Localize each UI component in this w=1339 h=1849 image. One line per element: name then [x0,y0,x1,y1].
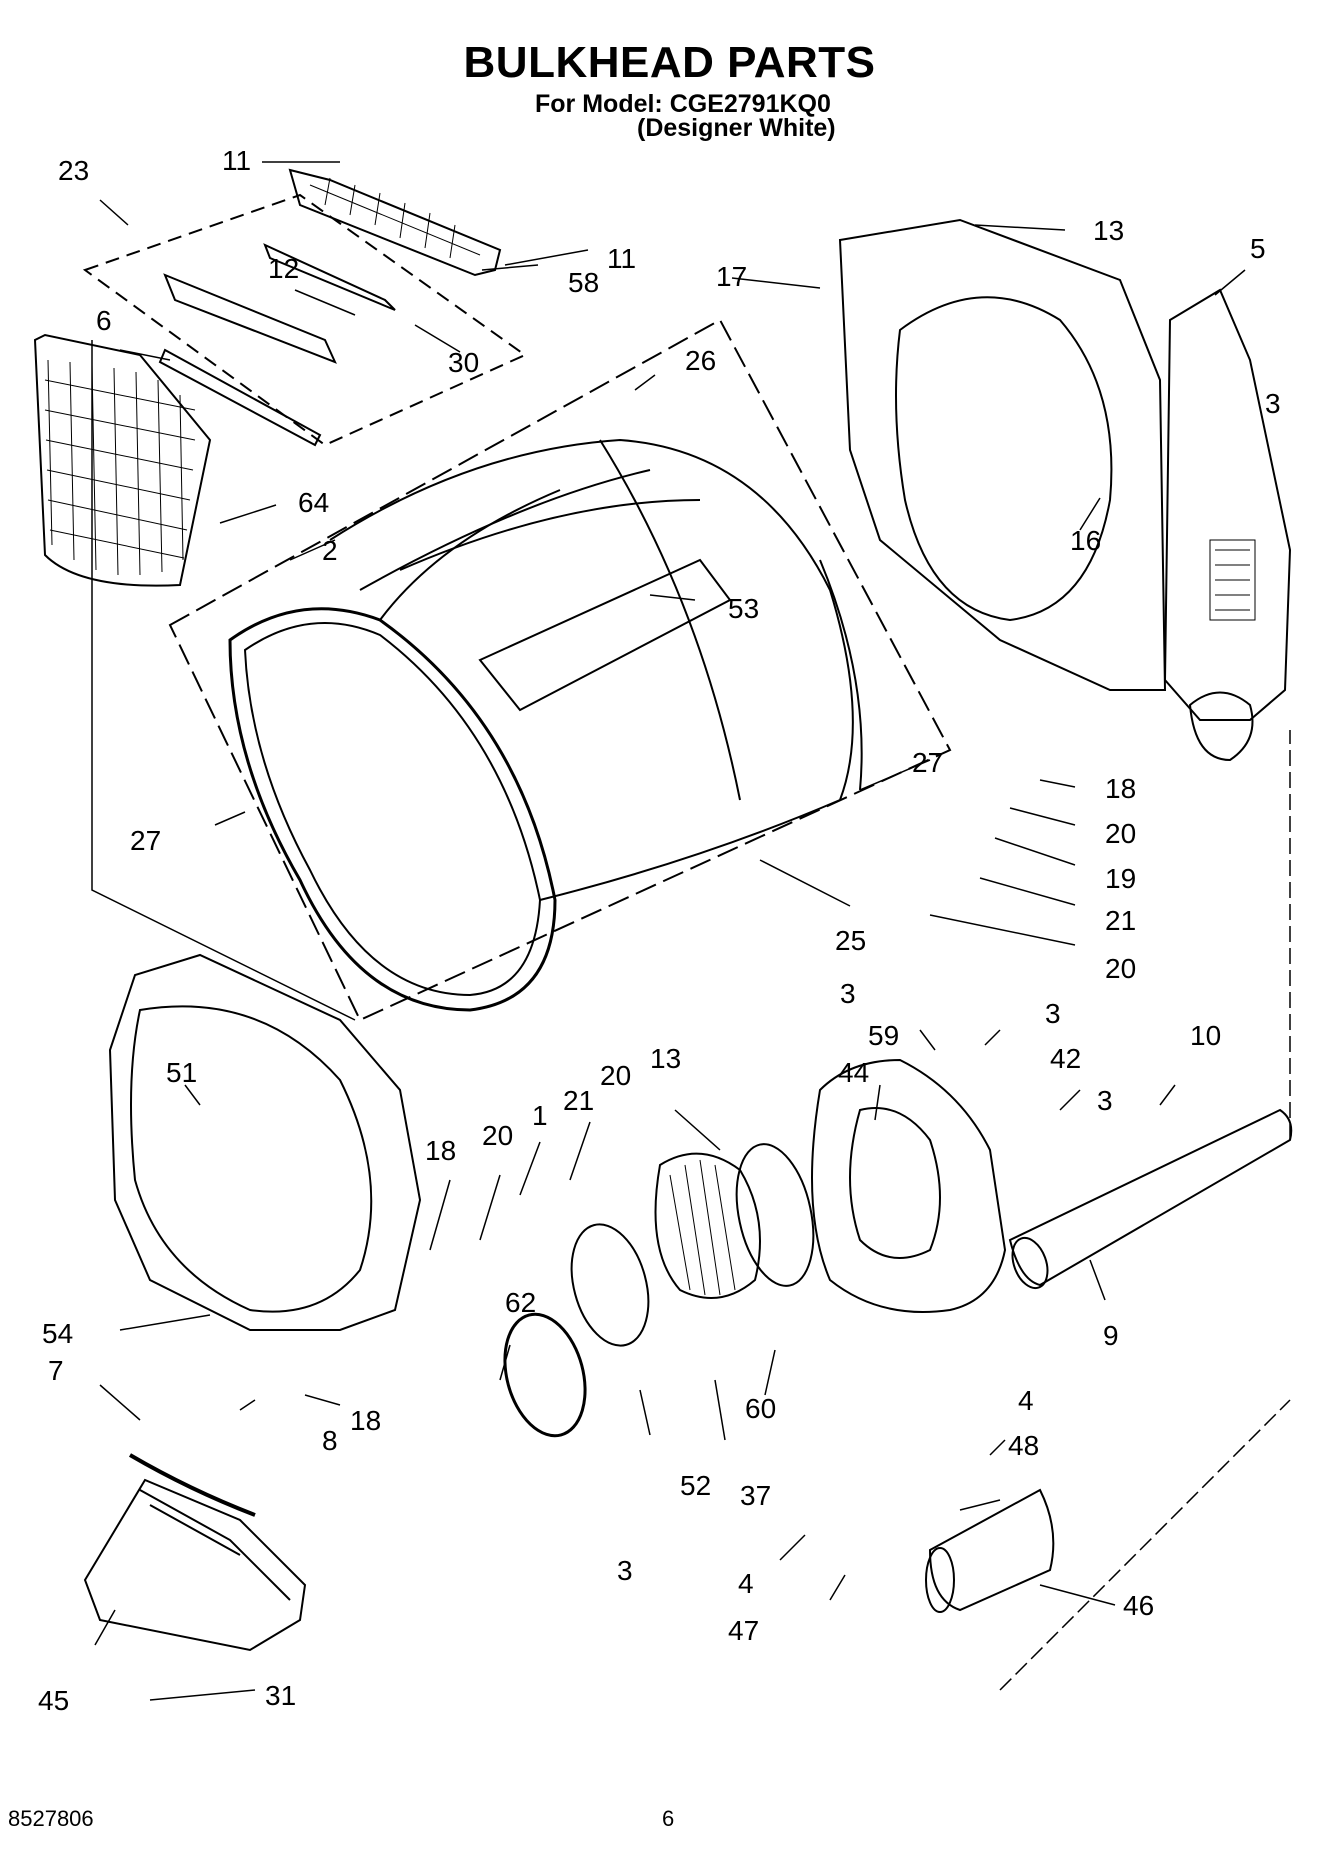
callout-label: 20 [1105,953,1136,984]
callout-label: 27 [130,825,161,856]
callout-label: 21 [1105,905,1136,936]
callout-label: 17 [716,261,747,292]
lint-duct [83,1478,307,1652]
callout-label: 6 [96,305,112,336]
callout-label: 8 [322,1425,338,1456]
exhaust-duct [1008,1108,1293,1287]
lint-strip-6 [158,348,322,447]
callout-label: 9 [1103,1320,1119,1351]
callout-label: 3 [840,978,856,1009]
callout-label: 3 [617,1555,633,1586]
callout-label: 31 [265,1680,296,1711]
callout-label: 54 [42,1318,73,1349]
callout-label: 3 [1265,388,1281,419]
callout-label: 64 [298,487,329,518]
callout-label: 3 [1097,1085,1113,1116]
callout-label: 3 [1045,998,1061,1029]
callout-label: 46 [1123,1590,1154,1621]
callout-label: 11 [607,243,636,274]
callout-label: 37 [740,1480,771,1511]
callout-label: 58 [568,267,599,298]
callout-label: 2 [322,535,338,566]
callout-label: 20 [1105,818,1136,849]
lint-housing-strip [163,273,337,364]
blower-housing [811,1058,1007,1313]
drum-front-ring [228,607,557,1012]
callout-label: 26 [685,345,716,376]
callout-label: 51 [166,1057,197,1088]
page-number: 6 [662,1806,675,1831]
callout-label: 11 [222,145,251,176]
callout-label: 20 [482,1120,513,1151]
callout-label: 27 [912,747,943,778]
callout-label: 53 [728,593,759,624]
callout-label: 30 [448,347,479,378]
page-title: BULKHEAD PARTS [463,38,876,87]
callout-label: 52 [680,1470,711,1501]
callout-label: 13 [650,1043,681,1074]
callout-label: 12 [268,253,299,284]
seal-ring [503,1312,587,1438]
drum-baffle [478,558,732,712]
callout-label: 18 [1105,773,1136,804]
callout-label: 42 [1050,1043,1081,1074]
model-line: For Model: CGE2791KQ0 [535,90,831,118]
callout-label: 62 [505,1287,536,1318]
callout-label: 21 [563,1085,594,1116]
blower-seal [735,1143,815,1287]
callout-label: 5 [1250,233,1266,264]
callout-label: 59 [868,1020,899,1051]
callout-label: 4 [738,1568,754,1599]
callout-label: 19 [1105,863,1136,894]
callout-label: 47 [728,1615,759,1646]
callout-label: 7 [48,1355,64,1386]
callout-label: 44 [838,1057,869,1088]
callout-label: 25 [835,925,866,956]
leader-lines [91,161,1291,1701]
callout-label: 20 [600,1060,631,1091]
lint-screen [33,333,212,587]
callout-label: 13 [1093,215,1124,246]
seal-strip [128,1453,256,1517]
bracket-30 [263,243,396,311]
rear-bulkhead [838,218,1167,691]
callout-label: 60 [745,1393,776,1424]
lint-screen-group-outline [82,193,528,447]
callout-label: 10 [1190,1020,1221,1051]
callout-label: 18 [425,1135,456,1166]
callout-labels: 23 11 11 58 12 30 6 64 2 26 53 27 27 25 … [38,145,1281,1716]
grille-cover [288,168,502,277]
callout-label: 18 [350,1405,381,1436]
blower-wheel [654,1152,761,1299]
document-part-number: 8527806 [8,1806,94,1831]
callout-label: 23 [58,155,89,186]
model-variant: (Designer White) [637,114,836,142]
front-bulkhead [108,953,422,1331]
heater-housing [1163,288,1292,721]
callout-label: 16 [1070,525,1101,556]
drum-outline-frame [168,318,952,1022]
exhaust-duct-cone [928,1488,1055,1612]
callout-label: 1 [532,1100,548,1131]
callout-label: 48 [1008,1430,1039,1461]
blower-ring [570,1223,650,1347]
callout-label: 4 [1018,1385,1034,1416]
callout-label: 45 [38,1685,69,1716]
